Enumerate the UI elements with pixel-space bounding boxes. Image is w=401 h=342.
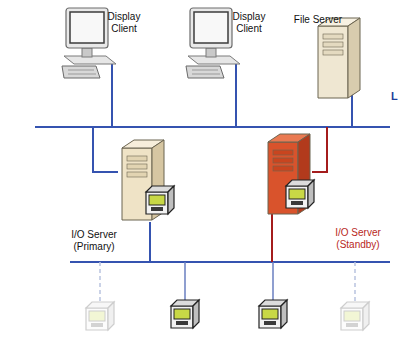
inactive-field-device — [86, 302, 369, 330]
device-bus — [149, 222, 151, 262]
inactive-device-drops — [354, 262, 356, 302]
network-node-label: I/O Server (Standby) — [318, 226, 398, 253]
inactive-field-device — [341, 302, 369, 330]
node-caption: I/O Server (Standby) — [320, 227, 396, 251]
standby-device-link — [271, 214, 273, 262]
standby-server-card — [286, 180, 314, 208]
standby-lan-link — [312, 127, 327, 172]
field-device — [259, 300, 287, 328]
inactive-device-drops — [99, 262, 101, 302]
device-drops — [185, 262, 273, 300]
device-drops — [184, 262, 186, 300]
node-caption: File Server — [294, 14, 342, 26]
display-client-icon — [186, 8, 240, 78]
network-label: L — [391, 90, 398, 102]
primary-server-card — [146, 186, 174, 214]
device-drops — [272, 262, 274, 300]
inactive-field-device — [86, 302, 114, 330]
network-node-label: Display Client — [95, 10, 153, 37]
node-caption: Display Client — [222, 11, 276, 35]
lan-bus — [93, 127, 118, 172]
lan-bus — [35, 126, 390, 128]
lan-bus — [111, 62, 113, 127]
field-device — [171, 300, 199, 328]
network-node-label: Display Client — [220, 10, 278, 37]
inactive-device-drops — [100, 262, 355, 302]
node-caption: Display Client — [97, 11, 151, 35]
lan-bus — [235, 62, 237, 127]
network-node-label: I/O Server (Primary) — [55, 228, 133, 255]
network-node-label: File Server — [291, 8, 345, 28]
device-bus — [70, 261, 390, 263]
file-server-icon — [318, 18, 360, 98]
node-caption: I/O Server (Primary) — [57, 229, 131, 253]
